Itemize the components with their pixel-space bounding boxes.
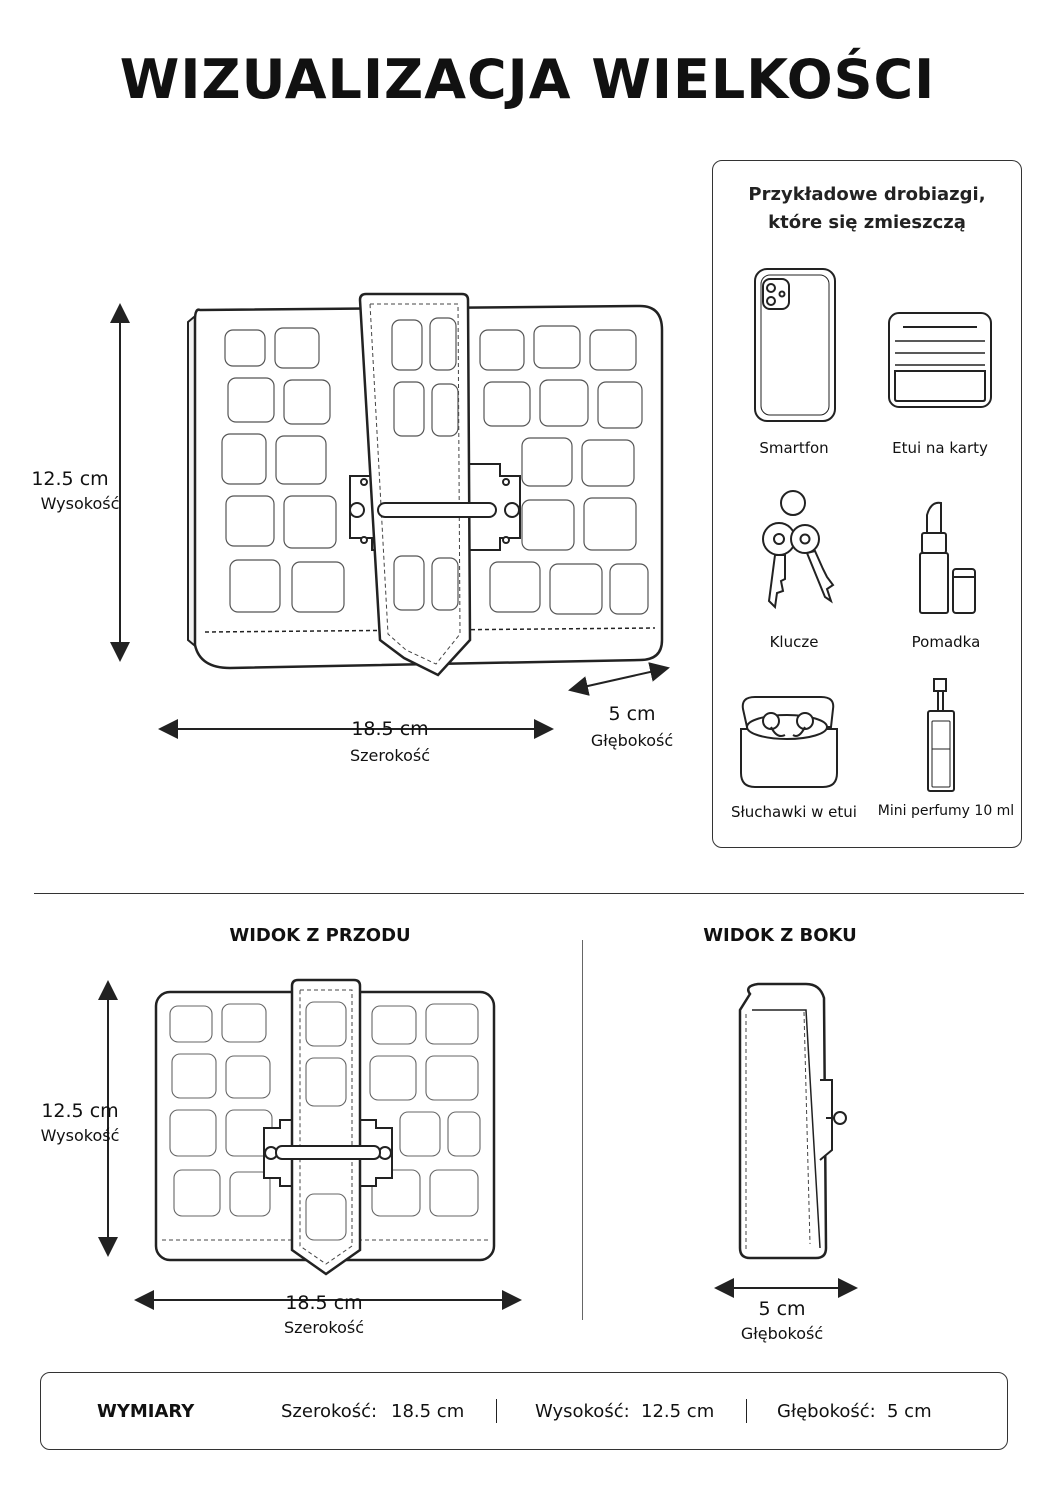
front-view-title: WIDOK Z PRZODU	[229, 925, 411, 946]
item-label-smartphone: Smartfon	[759, 439, 829, 457]
bag-3d-illustration	[110, 292, 670, 739]
main-height-label: Wysokość	[40, 494, 120, 513]
item-label-card-holder: Etui na karty	[892, 439, 988, 457]
front-view-illustration	[98, 978, 522, 1310]
side-depth-label: Głębokość	[740, 1324, 824, 1343]
views-divider	[582, 940, 583, 1320]
side-view-illustration	[714, 982, 858, 1298]
lipstick-icon	[919, 501, 976, 614]
side-view-title: WIDOK Z BOKU	[703, 925, 857, 946]
summary-separator	[746, 1399, 747, 1423]
smartphone-icon	[754, 268, 836, 422]
depth-dimension-arrow	[568, 662, 670, 696]
item-label-lipstick: Pomadka	[911, 633, 981, 651]
main-depth-label: Głębokość	[590, 731, 674, 750]
dimensions-summary: WYMIARY Szerokość: 18.5 cm Wysokość: 12.…	[40, 1372, 1008, 1450]
croco-texture	[221, 325, 649, 615]
clasp-bar	[377, 502, 497, 518]
summary-separator	[496, 1399, 497, 1423]
main-depth-value: 5 cm	[608, 703, 656, 725]
front-strap	[290, 978, 362, 1276]
summary-height-label: Wysokość:	[535, 1401, 630, 1422]
items-panel: Przykładowe drobiazgi, które się zmieszc…	[712, 160, 1022, 848]
item-label-perfume: Mini perfumy 10 ml	[877, 803, 1015, 819]
front-height-value: 12.5 cm	[41, 1100, 119, 1122]
front-width-value: 18.5 cm	[285, 1292, 363, 1314]
front-width-label: Szerokość	[283, 1318, 365, 1337]
main-height-value: 12.5 cm	[31, 468, 109, 490]
items-icons	[740, 268, 992, 792]
items-panel-title: Przykładowe drobiazgi, które się zmieszc…	[748, 184, 986, 233]
summary-depth-value: 5 cm	[887, 1401, 932, 1422]
section-divider	[34, 893, 1024, 894]
main-width-value: 18.5 cm	[351, 718, 429, 740]
earbuds-case-icon	[740, 696, 838, 788]
side-depth-value: 5 cm	[758, 1298, 806, 1320]
side-bag-body	[738, 982, 828, 1260]
keys-icon	[762, 490, 835, 610]
front-height-label: Wysokość	[40, 1126, 120, 1145]
page-title: WIZUALIZACJA WIELKOŚCI	[119, 48, 936, 111]
summary-width-label: Szerokość:	[281, 1401, 378, 1422]
item-label-keys: Klucze	[769, 633, 819, 651]
perfume-icon	[927, 678, 955, 792]
summary-depth-label: Głębokość:	[777, 1401, 876, 1422]
summary-label: WYMIARY	[97, 1401, 195, 1422]
main-width-label: Szerokość	[349, 746, 431, 765]
item-label-earbuds: Słuchawki w etui	[731, 803, 857, 821]
summary-height-value: 12.5 cm	[641, 1401, 715, 1422]
bag-strap	[358, 292, 472, 677]
card-holder-icon	[888, 312, 992, 408]
summary-width-value: 18.5 cm	[391, 1401, 465, 1422]
